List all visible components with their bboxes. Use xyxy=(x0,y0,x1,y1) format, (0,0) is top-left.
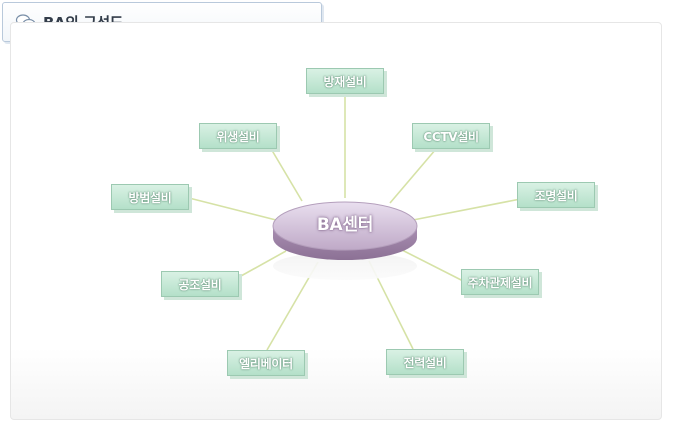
node-elevator: 엘리베이터 xyxy=(227,350,305,376)
node-hvac: 공조설비 xyxy=(161,271,239,297)
connector-sanitary xyxy=(269,146,303,202)
node-sanitation: 위생설비 xyxy=(199,123,277,149)
center-disc xyxy=(272,201,418,280)
node-parking-control: 주차관제설비 xyxy=(461,269,539,295)
connector-hvac xyxy=(231,250,287,282)
node-cctv: CCTV설비 xyxy=(412,123,490,149)
center-label: BA센터 xyxy=(316,214,374,235)
connector-crime xyxy=(188,197,277,221)
connector-cctv xyxy=(389,148,437,204)
center-disc-shadow xyxy=(273,252,417,280)
node-fire-protection: 방재설비 xyxy=(306,68,384,94)
node-power: 전력설비 xyxy=(386,349,464,375)
center-disc-top xyxy=(272,201,418,251)
node-crime-prevention: 방범설비 xyxy=(111,184,189,210)
node-lighting: 조명설비 xyxy=(517,182,595,208)
